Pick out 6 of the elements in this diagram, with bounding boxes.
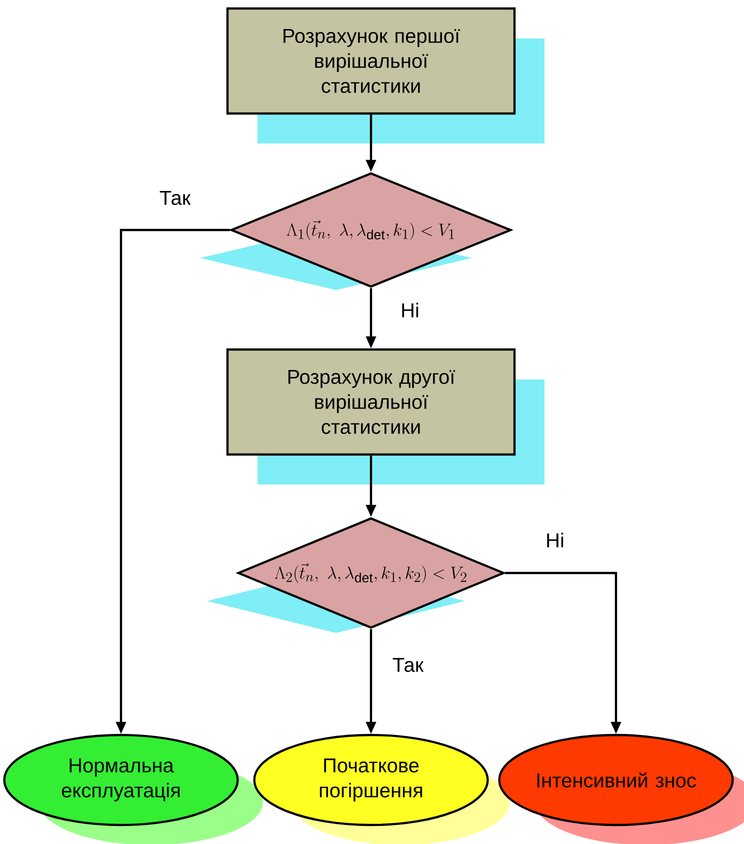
edge-label: Так — [158, 190, 192, 206]
edge-label: Так — [391, 657, 425, 673]
process-box: Розрахунок першої вирішальної статистики — [226, 7, 516, 115]
edge-label: Ні — [544, 532, 566, 548]
process-box: Розрахунок другої вирішальної статистики — [226, 348, 516, 456]
edge-label: Ні — [400, 302, 420, 318]
